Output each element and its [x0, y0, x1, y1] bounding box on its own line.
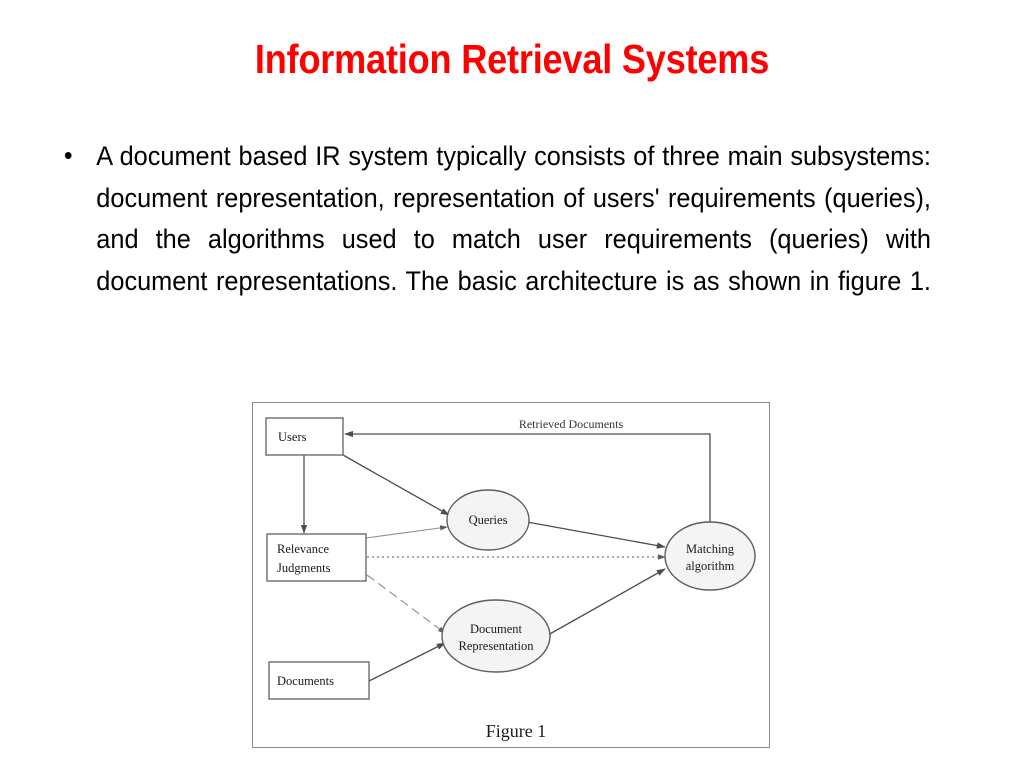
- edge-queries-to-matching-algorithm: [526, 521, 666, 549]
- edge-retrieved-documents: [344, 430, 711, 523]
- node-matching-algorithm[interactable]: Matching algorithm: [664, 521, 756, 591]
- node-relevance-judgments-label-line1: Relevance: [277, 542, 330, 556]
- node-relevance-judgments-label-line2: Judgments: [277, 561, 331, 575]
- edge-label-retrieved-documents: Retrieved Documents: [519, 417, 624, 431]
- edge-document-representation-to-matching-algorithm: [547, 568, 666, 636]
- figure-caption: Figure 1: [486, 721, 547, 741]
- bullet-list-item: • A document based IR system typically c…: [60, 136, 931, 344]
- node-matching-algorithm-label-line2: algorithm: [686, 559, 735, 573]
- node-documents[interactable]: Documents: [268, 661, 370, 700]
- node-document-representation-label-line1: Document: [470, 622, 523, 636]
- body-content: • A document based IR system typically c…: [60, 136, 972, 344]
- edge-relevance-judgments-to-queries: [365, 525, 448, 539]
- node-queries[interactable]: Queries: [446, 489, 530, 551]
- node-documents-label: Documents: [277, 674, 334, 688]
- edge-relevance-judgments-to-document-representation: [366, 574, 446, 634]
- page-title: Information Retrieval Systems: [254, 36, 770, 82]
- ir-architecture-diagram: Users Relevance Judgments Documents Quer…: [265, 417, 756, 741]
- node-matching-algorithm-label-line1: Matching: [686, 542, 735, 556]
- edge-documents-to-document-representation: [368, 642, 446, 682]
- node-document-representation-label-line2: Representation: [459, 639, 535, 653]
- node-relevance-judgments[interactable]: Relevance Judgments: [266, 533, 367, 582]
- figure-container: Users Relevance Judgments Documents Quer…: [252, 402, 770, 748]
- node-users-label: Users: [278, 430, 307, 444]
- node-document-representation[interactable]: Document Representation: [441, 599, 551, 673]
- node-queries-label: Queries: [469, 513, 508, 527]
- bullet-paragraph-text: A document based IR system typically con…: [96, 141, 931, 296]
- node-users[interactable]: Users: [265, 417, 344, 456]
- edge-users-to-queries: [342, 454, 450, 516]
- bullet-marker-icon: •: [63, 140, 73, 170]
